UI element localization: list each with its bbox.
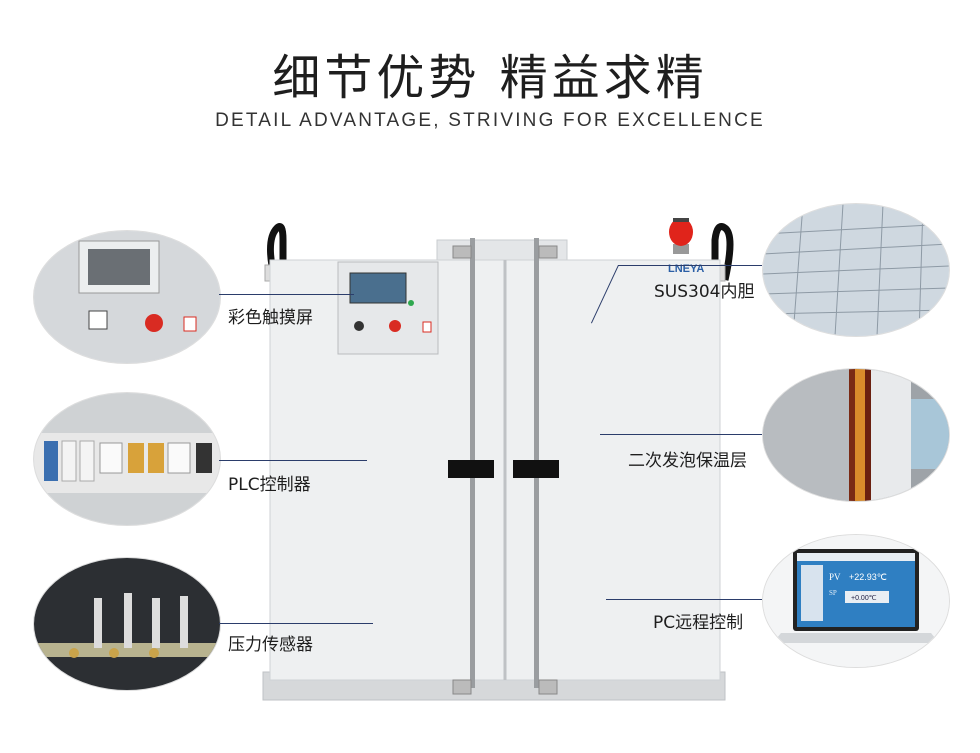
plc-leader-line	[219, 460, 367, 461]
touchscreen-closeup-image	[33, 230, 221, 364]
pc-remote-leader-line	[606, 599, 762, 600]
laptop-pv-value: +22.93℃	[849, 572, 887, 582]
touchscreen-leader-line	[219, 294, 354, 295]
plc-label: PLC控制器	[228, 475, 311, 495]
foam-insulation-closeup-image	[762, 368, 950, 502]
laptop-sp-label: SP	[829, 589, 837, 597]
sus304-liner-closeup-image	[762, 203, 950, 337]
foam-leader-line	[600, 434, 762, 435]
page-title: 细节优势 精益求精	[272, 50, 708, 106]
foam-layer-label: 二次发泡保温层	[628, 451, 747, 471]
pressure-sensor-label: 压力传感器	[228, 635, 313, 655]
brand-logo: LNEYA	[668, 263, 704, 275]
laptop-pv-label: PV	[829, 572, 841, 582]
plc-closeup-image	[33, 392, 221, 526]
liner-label: SUS304内胆	[654, 282, 755, 302]
pc-remote-closeup-image: PV +22.93℃ SP +0.00℃	[762, 534, 950, 668]
laptop-sp-value: +0.00℃	[851, 595, 877, 602]
pressure-sensor-closeup-image	[33, 557, 221, 691]
pc-remote-label: PC远程控制	[653, 613, 744, 633]
pressure-sensor-leader-line	[219, 623, 373, 624]
liner-leader-line	[618, 265, 762, 266]
page-subtitle: DETAIL ADVANTAGE, STRIVING FOR EXCELLENC…	[215, 110, 765, 131]
touchscreen-label: 彩色触摸屏	[228, 308, 313, 328]
oven-cabinet-illustration: LNEYA	[262, 218, 734, 701]
